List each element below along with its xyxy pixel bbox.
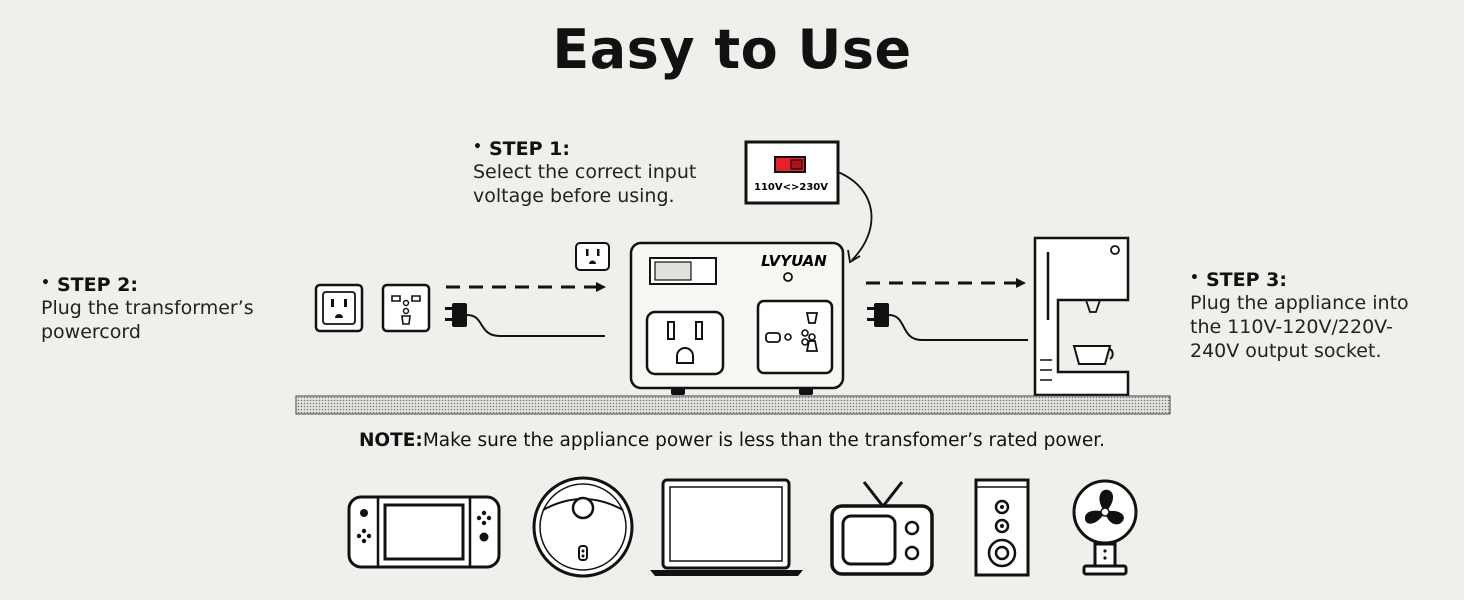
laptop-icon <box>650 478 803 576</box>
step1-heading: •STEP 1: <box>473 138 570 160</box>
wall-outlet-universal-icon <box>381 283 431 333</box>
brand-logo: LVYUAN <box>761 252 827 270</box>
step3-line3: 240V output socket. <box>1190 340 1382 362</box>
game-console-icon <box>347 495 501 569</box>
speaker-icon <box>974 478 1030 577</box>
step3-heading-text: STEP 3: <box>1205 269 1287 291</box>
dashed-arrow-left-head <box>596 282 606 292</box>
indicator-light-icon <box>783 272 793 282</box>
voltage-switch-callout: 110V<>230V <box>744 140 840 205</box>
note-text: NOTE:Make sure the appliance power is le… <box>0 430 1464 451</box>
step2-heading: •STEP 2: <box>41 274 138 296</box>
note-body: Make sure the appliance power is less th… <box>422 430 1106 451</box>
step1-line1: Select the correct input <box>473 161 697 183</box>
step2-block: •STEP 2: Plug the transformer’s powercor… <box>41 274 254 344</box>
step3-heading: •STEP 3: <box>1190 269 1287 291</box>
callout-arrow-line <box>837 171 873 261</box>
step2-line2: powercord <box>41 321 141 343</box>
output-plug-icon <box>867 303 1028 341</box>
us-socket-icon <box>645 310 725 376</box>
wall-outlet-us-icon <box>314 283 364 333</box>
robot-vacuum-icon <box>532 476 634 578</box>
transformer-icon: LVYUAN <box>629 241 845 395</box>
dashed-arrow-right-head <box>1016 278 1026 288</box>
step3-line2: the 110V-120V/220V- <box>1190 316 1393 338</box>
fan-icon <box>1072 479 1138 576</box>
tv-icon <box>830 481 934 576</box>
note-prefix: NOTE: <box>358 430 423 451</box>
small-outlet-icon <box>575 242 610 271</box>
universal-socket-icon <box>756 299 834 375</box>
switch-label: 110V<>230V <box>754 182 828 193</box>
step1-line2: voltage before using. <box>473 185 675 207</box>
callout-arrow-head <box>847 249 861 264</box>
step1-block: •STEP 1: Select the correct input voltag… <box>473 138 696 208</box>
step2-line1: Plug the transformer’s <box>41 297 254 319</box>
input-plug-icon <box>445 303 605 337</box>
table-surface <box>295 395 1171 415</box>
page-title: Easy to Use <box>552 18 912 81</box>
step3-line1: Plug the appliance into <box>1190 292 1409 314</box>
step2-heading-text: STEP 2: <box>56 274 138 296</box>
step3-block: •STEP 3: Plug the appliance into the 110… <box>1190 269 1409 363</box>
step1-heading-text: STEP 1: <box>488 138 570 160</box>
coffee-machine-icon <box>1033 236 1130 397</box>
